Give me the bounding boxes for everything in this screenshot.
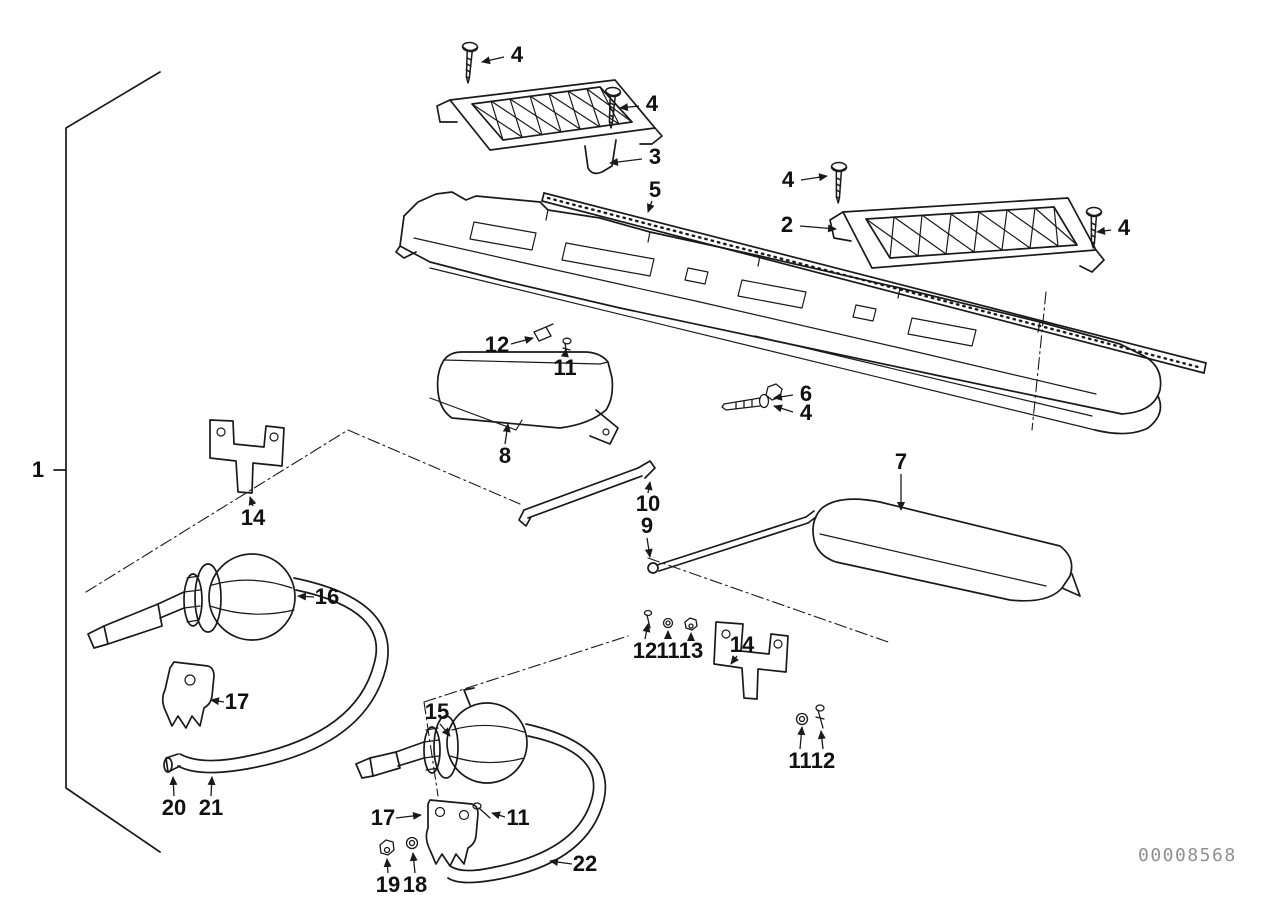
- callout-18[interactable]: 18: [402, 872, 428, 897]
- leader-line-2: [799, 224, 837, 233]
- leader-line-11: [560, 348, 569, 358]
- leader-line-6: [773, 392, 794, 401]
- part-17-bracket-left: [161, 661, 215, 729]
- leader-line-17: [395, 811, 422, 820]
- callout-10[interactable]: 10: [635, 491, 661, 516]
- callout-leader-lines: [169, 56, 1112, 874]
- callout-22[interactable]: 22: [572, 851, 598, 876]
- callout-3[interactable]: 3: [648, 144, 662, 169]
- part-18-washer: [405, 836, 419, 850]
- leader-line-14: [730, 655, 739, 665]
- leader-line-19: [383, 858, 392, 874]
- part-15-actuator: [355, 687, 528, 784]
- part-5-seal-strip: [541, 192, 1207, 374]
- construction-lines: [85, 291, 1047, 797]
- callout-20[interactable]: 20: [161, 795, 187, 820]
- callout-21[interactable]: 21: [198, 795, 224, 820]
- leader-line-11: [491, 811, 506, 820]
- callout-19[interactable]: 19: [375, 872, 401, 897]
- part-20-fitting: [163, 753, 181, 773]
- callout-17[interactable]: 17: [370, 805, 396, 830]
- assembly-brace: [53, 71, 161, 853]
- part-16-actuator: [87, 553, 296, 649]
- callout-2[interactable]: 2: [780, 212, 794, 237]
- part-13-nut-small: [684, 617, 698, 631]
- part-11-screw-top: [562, 337, 572, 357]
- leader-line-11: [797, 726, 806, 750]
- callout-15[interactable]: 15: [424, 699, 450, 724]
- part-17-bracket-bottom: [425, 799, 479, 867]
- callout-11[interactable]: 11: [553, 355, 577, 380]
- leader-line-4: [773, 404, 794, 413]
- callout-1[interactable]: 1: [31, 457, 45, 482]
- leader-line-22: [549, 858, 573, 867]
- leader-line-12: [817, 730, 826, 750]
- part-2-vent-grille: [829, 197, 1105, 273]
- callout-4[interactable]: 4: [1117, 215, 1131, 240]
- leader-line-9: [644, 537, 653, 558]
- leader-line-14: [248, 496, 257, 507]
- part-11-screw-bottom: [472, 802, 491, 819]
- callout-11[interactable]: 11: [506, 805, 530, 830]
- leader-line-5: [646, 200, 655, 213]
- callout-4[interactable]: 4: [645, 91, 659, 116]
- part-6-screw: [721, 393, 770, 411]
- cowl-panel: [395, 191, 1162, 435]
- part-21-hose: [177, 577, 389, 774]
- callout-4[interactable]: 4: [510, 42, 524, 67]
- callout-7[interactable]: 7: [894, 449, 908, 474]
- callout-14[interactable]: 14: [729, 632, 755, 657]
- part-7-deflector: [812, 498, 1081, 602]
- part-11-washer-right: [795, 712, 809, 726]
- callout-8[interactable]: 8: [498, 443, 512, 468]
- part-14-bracket-left: [209, 419, 285, 494]
- part-12-clip-top: [533, 323, 554, 342]
- callout-13[interactable]: 13: [678, 638, 704, 663]
- leader-line-4: [800, 173, 828, 182]
- part-9-rod: [647, 510, 817, 574]
- part-11-washer-small: [662, 617, 674, 629]
- callout-5[interactable]: 5: [648, 177, 662, 202]
- leader-line-18: [409, 852, 418, 874]
- part-10-link-bar: [518, 460, 656, 527]
- leader-line-15: [439, 723, 451, 737]
- leader-line-8: [502, 423, 511, 445]
- callout-12[interactable]: 12: [632, 638, 658, 663]
- leader-line-21: [207, 776, 216, 797]
- leader-line-3: [609, 158, 643, 166]
- leader-line-12: [642, 623, 651, 640]
- callout-16[interactable]: 16: [314, 584, 340, 609]
- leader-line-20: [169, 776, 178, 797]
- leader-line-10: [644, 481, 653, 494]
- part-22-hose: [447, 723, 607, 884]
- callout-17[interactable]: 17: [224, 689, 250, 714]
- leader-line-16: [297, 592, 315, 601]
- callout-11[interactable]: 11: [788, 748, 812, 773]
- callout-12[interactable]: 12: [484, 332, 510, 357]
- leader-line-17: [210, 697, 225, 706]
- diagram-number: 00008568: [1138, 845, 1237, 866]
- part-14-bracket-right: [713, 621, 789, 700]
- callout-9[interactable]: 9: [640, 513, 654, 538]
- leader-line-4: [481, 56, 505, 65]
- callout-12[interactable]: 12: [810, 748, 836, 773]
- leader-line-4: [1096, 226, 1112, 235]
- leader-line-12: [510, 336, 534, 345]
- part-8-deflector: [429, 351, 619, 445]
- callout-6[interactable]: 6: [799, 381, 813, 406]
- leader-line-4: [619, 103, 640, 112]
- part-3-vent-grille: [436, 79, 663, 175]
- callout-14[interactable]: 14: [240, 505, 266, 530]
- callout-4[interactable]: 4: [799, 400, 813, 425]
- callout-11[interactable]: 11: [656, 638, 680, 663]
- callout-4[interactable]: 4: [781, 167, 795, 192]
- part-19-nut: [379, 839, 395, 856]
- part-12-screw-right: [815, 704, 825, 729]
